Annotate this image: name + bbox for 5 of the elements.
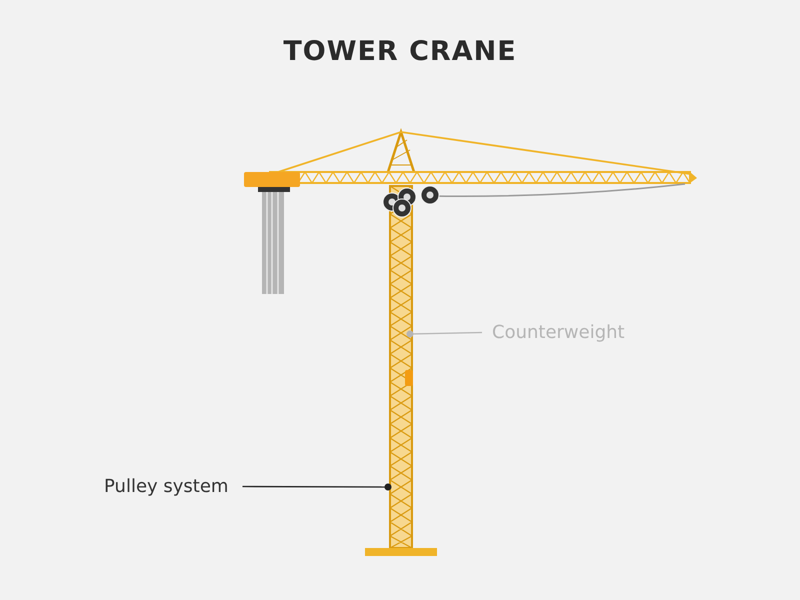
leader-line <box>242 484 392 490</box>
part-label: Pulley system <box>104 476 228 497</box>
part-label: Counterweight <box>492 322 625 343</box>
leader-line <box>406 330 482 338</box>
diagram-title: TOWER CRANE <box>283 36 517 67</box>
